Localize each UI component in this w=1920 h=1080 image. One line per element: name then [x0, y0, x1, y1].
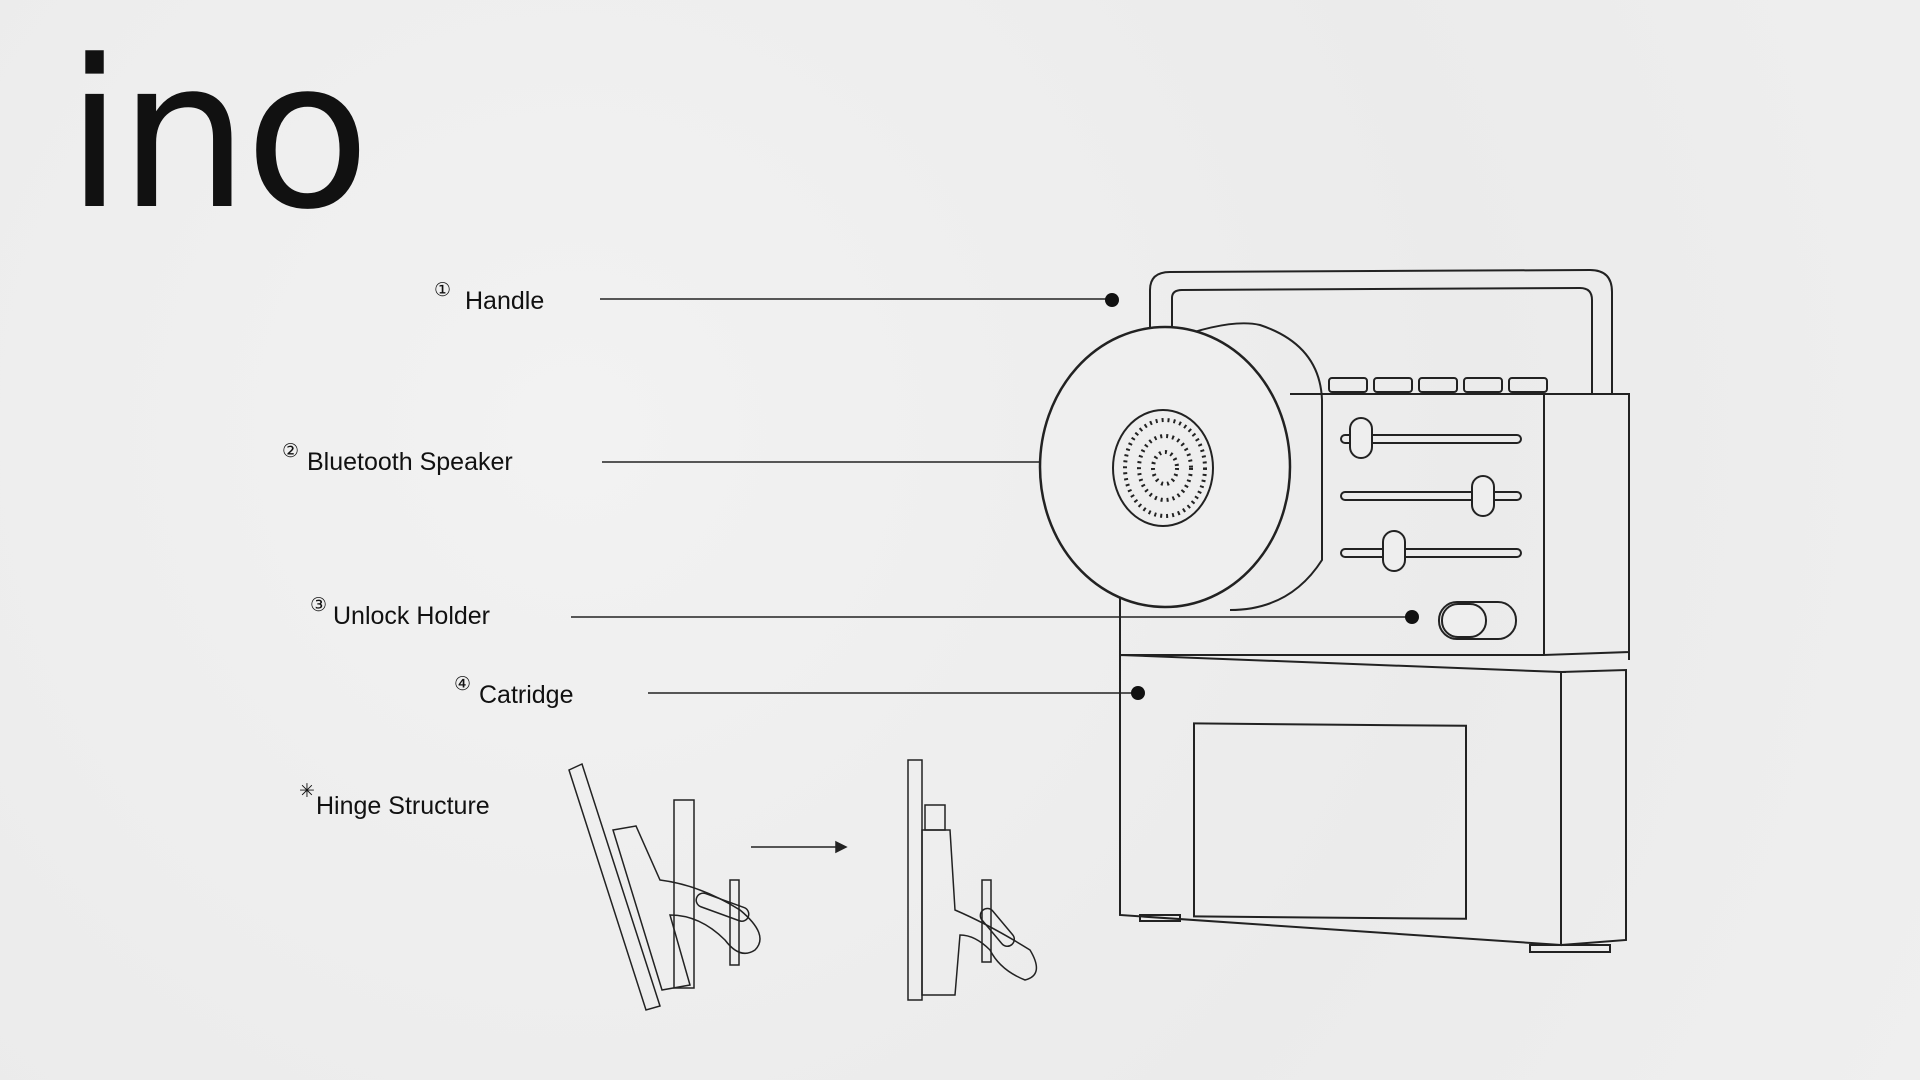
brand-logo: ino	[66, 17, 370, 255]
leader-line-speaker	[602, 456, 1099, 470]
callout-marker-3: ③	[310, 595, 328, 616]
leader-line-unlock	[571, 610, 1419, 624]
leader-line-handle	[600, 293, 1119, 307]
top-buttons-drawing	[1328, 377, 1548, 393]
handle-drawing	[1149, 268, 1613, 395]
arrow-icon	[751, 840, 848, 854]
leader-line-catridge	[648, 686, 1145, 700]
callout-label-catridge: Catridge	[479, 681, 574, 709]
hinge-marker: ✳	[299, 781, 315, 802]
hinge-open-drawing	[568, 762, 761, 1011]
speaker-drawing	[1038, 322, 1323, 611]
unlock-holder-drawing	[1438, 601, 1517, 640]
callout-marker-1: ①	[434, 280, 452, 301]
callout-label-handle: Handle	[465, 287, 545, 315]
hinge-closed-drawing	[907, 759, 1038, 1001]
cartridge-drawing	[1119, 653, 1627, 953]
callout-label-bluetooth-speaker: Bluetooth Speaker	[307, 448, 513, 476]
callout-label-unlock-holder: Unlock Holder	[333, 602, 491, 630]
callout-marker-4: ④	[454, 674, 472, 695]
callout-marker-2: ②	[282, 441, 300, 462]
sliders-drawing	[1340, 417, 1522, 572]
hinge-structure-label: Hinge Structure	[316, 792, 490, 820]
